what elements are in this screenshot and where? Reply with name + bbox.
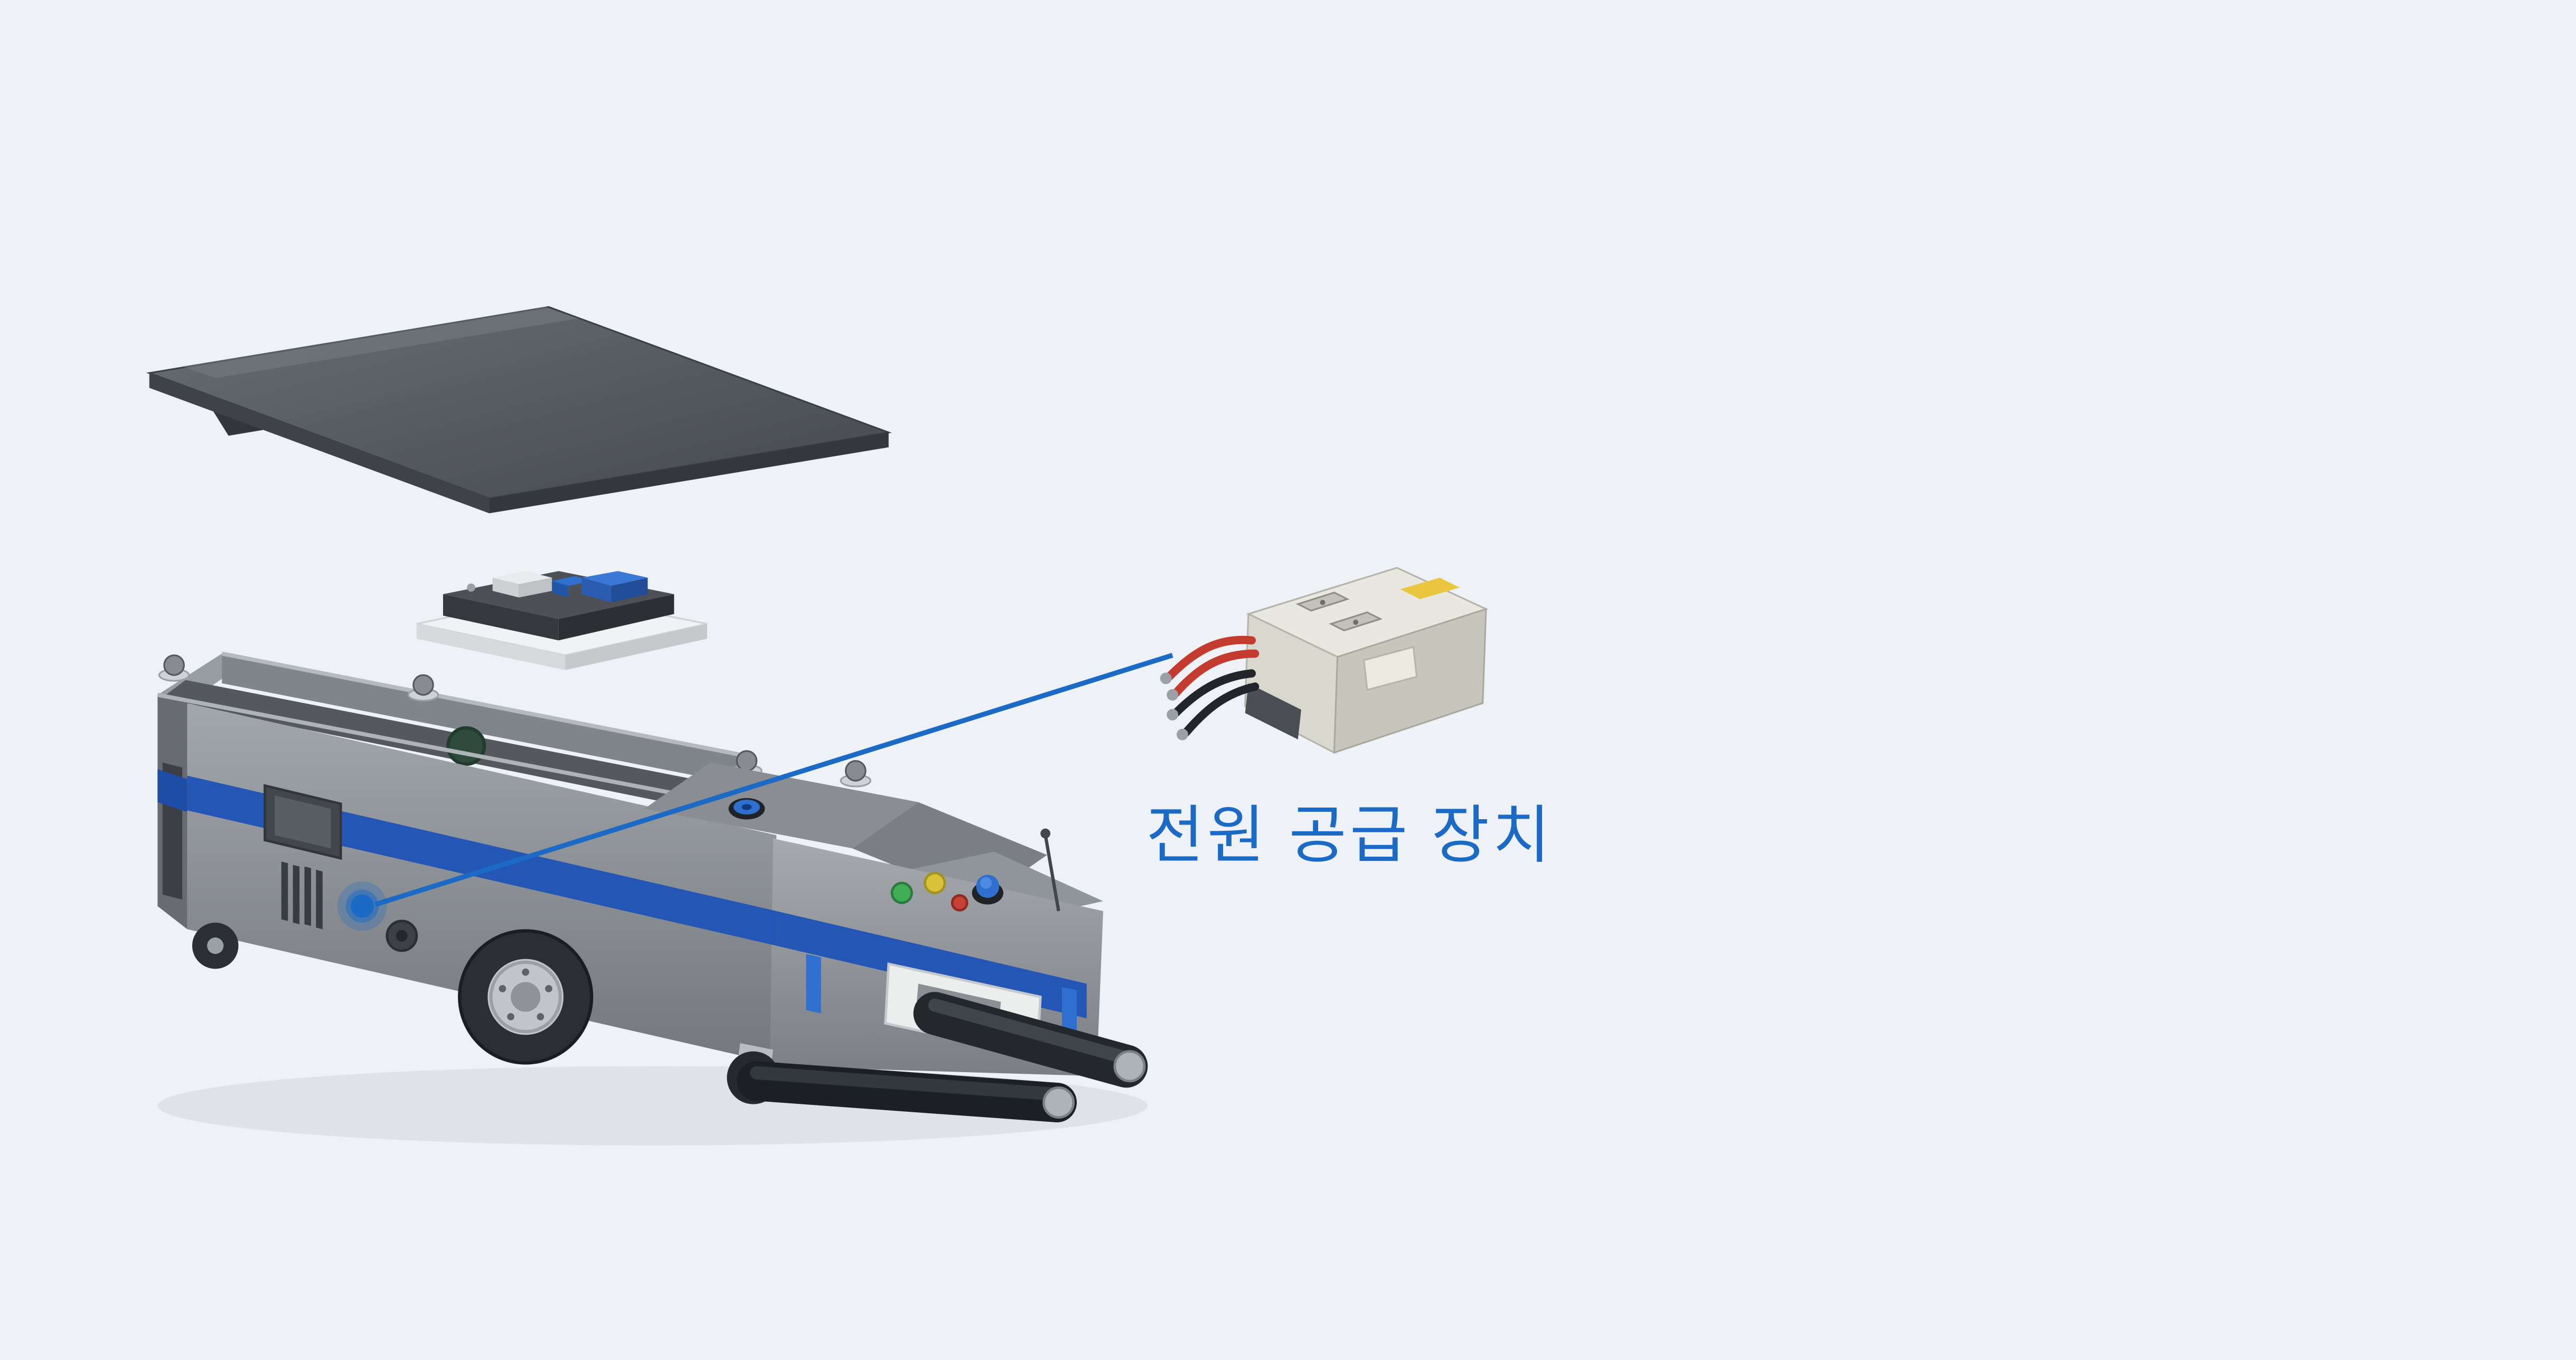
battery-terminal-block (1245, 683, 1301, 739)
module-base-edge-right (565, 624, 707, 670)
battery-latches (1295, 592, 1383, 632)
battery-cables-black (1167, 669, 1259, 740)
module-connector-small-front (552, 581, 569, 598)
control-buttons (890, 871, 1003, 912)
red-button (951, 894, 969, 912)
mid-deck (644, 762, 918, 849)
roller-end-cap-lower (1042, 1086, 1075, 1119)
cover-highlight (182, 307, 579, 378)
module-body-front-right (558, 594, 674, 641)
cover-edge-right (489, 432, 889, 513)
battery-front-face (1333, 607, 1487, 754)
callout: 전원 공급 장치 (337, 653, 1554, 931)
module-detail-dot (467, 583, 475, 592)
battery-front-label (1363, 646, 1418, 691)
antenna (1040, 828, 1060, 912)
top-cover-plate (146, 306, 892, 513)
battery-warning-sticker (1400, 577, 1460, 599)
cover-edge-left (149, 373, 490, 513)
front-corner-bar-left (806, 954, 821, 1014)
stripe-rear (157, 769, 187, 812)
battery-cables-red (1160, 635, 1259, 701)
side-panel (187, 703, 777, 1063)
yellow-button (924, 871, 946, 894)
caster-near-left (158, 654, 190, 682)
module-connector-side (611, 577, 648, 603)
callout-label: 전원 공급 장치 (1146, 800, 1554, 870)
agv-vehicle (157, 651, 1148, 1122)
caster-far-left (407, 674, 439, 702)
callout-marker (337, 881, 387, 931)
module-base-edge-left (417, 624, 566, 670)
emergency-stop-button (972, 875, 1003, 905)
module-body-front-left (443, 594, 559, 641)
controller-module (416, 571, 708, 670)
battery-unit (1160, 567, 1489, 754)
side-speaker (386, 920, 418, 952)
side-window (264, 784, 342, 860)
module-connector-top (581, 571, 648, 586)
bed-far-rim-highlight (221, 651, 747, 758)
green-button (890, 881, 913, 904)
callout-marker-dot (351, 894, 374, 918)
module-connector-front (581, 577, 612, 603)
drive-wheel (458, 929, 594, 1065)
module-white-component-top (492, 571, 552, 585)
bed-access-hole (446, 726, 486, 766)
bumper-rollers (737, 992, 1148, 1122)
deck-fitting (728, 798, 765, 820)
bed-far-wall (222, 653, 747, 786)
side-vents (281, 861, 323, 930)
module-white-component-front (492, 577, 519, 598)
caster-near-front (840, 760, 871, 787)
module-white-component-side (519, 577, 552, 598)
rear-wheel (192, 922, 239, 969)
roller-end-cap-upper (1113, 1050, 1146, 1083)
callout-line (374, 653, 1173, 907)
bed-near-rim-highlight (157, 692, 721, 804)
